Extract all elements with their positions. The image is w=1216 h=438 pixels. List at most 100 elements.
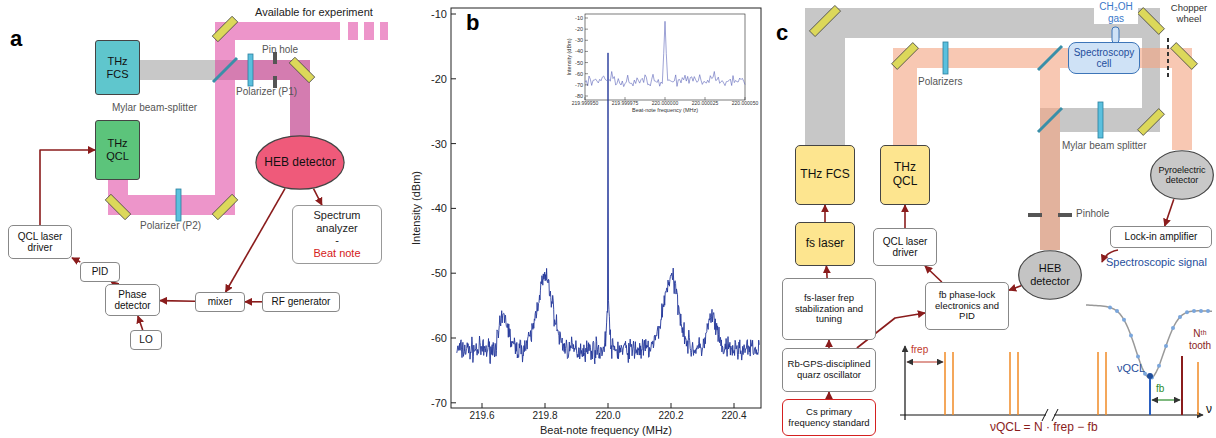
node-label: mixer [208,296,232,308]
axis-tick-label: 219.6 [469,410,494,422]
axis-tick-label: -50 [431,267,447,280]
signal-dot [1178,315,1182,319]
axis-tick-label: -20 [431,72,447,85]
axis-tick-label: -30 [431,137,447,150]
laser-box: fs laser [795,222,855,266]
signal-dot [1206,309,1210,313]
component-label: CH₃OH gas [1094,1,1138,24]
inset-tick-label: 220.000050 [732,101,758,107]
signal-dot [1115,309,1119,313]
fb-bracket [1152,399,1180,400]
axis-tick [585,51,588,52]
comb-tooth [1105,352,1107,415]
node-label: Beat note [313,247,360,260]
formula: νQCL = N · frep − fb [990,421,1098,435]
thz-beam [108,22,388,215]
axis-break [1042,409,1048,421]
beam-splitter [1038,46,1062,70]
chart-frame [451,8,761,408]
node-label: PID [92,266,109,278]
source-box: THz FCS [95,40,140,95]
instrument-box: Spectrum analyzer-Beat note [292,205,382,264]
inset-tick-label: 220.000000 [652,101,678,107]
axis-tick [451,338,456,339]
pinhole [1058,213,1072,217]
process-box: Phase detector [105,284,160,316]
signal-arrow [40,150,95,225]
node-label: THz QCL [99,137,136,162]
signal-arrow [925,266,942,282]
panel-letter: a [10,26,22,51]
axis-tick [451,273,456,274]
chart-frame [451,8,761,408]
axis-tick [482,403,483,408]
signal-dot [1129,334,1133,338]
polarizer [943,42,948,74]
component-label: Mylar beam splitter [1062,140,1146,152]
annotation: fb [1156,383,1164,395]
axis-tick [451,402,456,403]
signal-dot [1157,364,1161,368]
mirror [1138,8,1165,35]
ellipse-outline [256,136,344,189]
polarizer [1098,102,1103,138]
ellipse-outline [1151,151,1214,200]
beam-splitter [213,46,1062,132]
polarizer [176,189,181,221]
axis-tick [665,97,666,100]
signal-dot [1192,309,1196,313]
process-box: PID [80,262,120,282]
axis-tick [734,403,735,408]
source-box: THz FCS [795,145,855,205]
node-label: HEB detector [264,156,335,170]
signal-arrow [826,266,828,278]
gas-cell: Spectroscopy cell [1068,42,1140,74]
node-label: Lock-in amplifier [1125,231,1198,243]
inset-tick-label: -10 [575,15,583,21]
axis-tick [451,143,456,144]
mirror [1171,43,1198,70]
process-box: QCL laser driver [8,225,72,259]
axis-tick [451,78,456,79]
process-box: mixer [195,292,245,312]
axis-tick [585,40,588,41]
axis-tick-label: -10 [431,8,447,21]
mirror [892,43,919,70]
axis-tick-label: 219.8 [532,410,557,422]
signal-arrow [904,205,906,228]
axis-tick [585,73,588,74]
axis-tick [451,208,456,209]
signal-arrow [138,316,143,330]
component-label: Polarizer (P1) [236,86,297,98]
process-box: Rb-GPS-disciplined quarz oscillator [782,348,876,392]
inset-tick-label: -30 [575,37,583,43]
axis-tick [545,403,546,408]
axis-tick-label: 220.4 [721,410,746,422]
comb-tooth [1097,352,1099,415]
process-box: LO [130,330,162,350]
plot-traces [451,14,1212,408]
node-label: Spectroscopy cell [1072,47,1136,70]
polarizer [248,54,253,86]
panel-letter: b [466,10,479,35]
ellipse-outline [1019,251,1082,300]
inset-axis-title: Beat-note frequency (MHz) [632,107,698,113]
beam-splitter [213,58,237,82]
axis-title: Beat-note frequency (MHz) [540,424,672,437]
process-box: fb phase-lock electronics and PID [925,282,1009,330]
inset-tick-label: -20 [575,26,583,32]
axis-tick-label: -60 [431,332,447,345]
inset-tick-label: -50 [575,59,583,65]
qcl-beam [1040,48,1060,250]
qcl-line [1149,378,1151,415]
node-label: Pyroelectric detector [1153,165,1211,186]
signal-arrow [72,258,80,262]
signal-dot [1122,318,1126,322]
axis-tick [705,97,706,100]
annotation: νQCL [1117,362,1145,375]
node-label: fs laser [806,237,845,251]
mirror [289,57,314,82]
signal-arrow [828,340,830,348]
axis-tick-label: 220.2 [658,410,683,422]
